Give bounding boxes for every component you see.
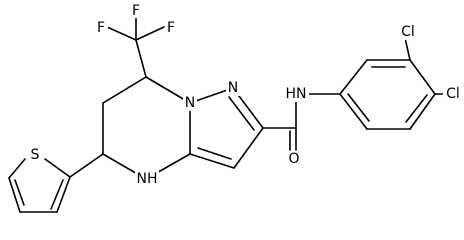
atom-n2: N xyxy=(228,80,238,96)
molecule-structure-diagram: F F F N N NH HN O S Cl Cl xyxy=(8,3,464,213)
bond-ph-3-4 xyxy=(409,59,436,95)
atom-labels: F F F N N NH HN O S Cl Cl xyxy=(27,3,464,187)
bond-c3-c3a-double xyxy=(197,147,232,160)
bond-th-c4-c5 xyxy=(8,177,21,213)
atom-nh-amide: HN xyxy=(286,86,307,102)
bond-n2-c2-double xyxy=(228,96,255,131)
bond-ph-4-5-inner xyxy=(405,94,428,123)
bond-cf3-f-right xyxy=(135,26,165,41)
bond-th-c2-c3-inner xyxy=(50,179,64,210)
atom-cl-top: Cl xyxy=(401,24,415,40)
atom-carbonyl-o: O xyxy=(288,151,299,167)
bond-th-c5-s xyxy=(8,158,26,179)
bond-ph-1-2 xyxy=(339,59,368,95)
atom-f-left: F xyxy=(97,20,105,36)
bond-ph-6-1-inner xyxy=(347,93,370,122)
bonds xyxy=(8,15,445,213)
atom-thiophene-s: S xyxy=(31,147,40,163)
bond-n-bridge-n2 xyxy=(189,87,234,104)
atom-n-bridge: N xyxy=(185,95,195,111)
atom-f-top: F xyxy=(132,3,140,19)
bond-th-s-c2 xyxy=(44,158,71,178)
atom-cl-right: Cl xyxy=(446,86,460,102)
bond-c7-c6 xyxy=(102,76,147,104)
bond-cf3-f-left xyxy=(106,26,137,41)
bond-c7-cf3 xyxy=(135,39,147,78)
bond-th-c2-c3 xyxy=(56,176,71,213)
atom-f-right: F xyxy=(167,20,175,36)
bond-ph-4-5 xyxy=(409,93,436,130)
bond-n-bridge-c7 xyxy=(145,76,191,104)
bond-c2-c3 xyxy=(233,127,264,169)
atom-nh-ring: NH xyxy=(137,171,158,187)
bond-c3-c3a xyxy=(189,153,235,169)
bond-ph-6-1 xyxy=(339,93,368,130)
bond-th-c4-c5-inner xyxy=(14,179,25,206)
bond-c5-thienyl xyxy=(69,153,104,178)
bond-ph-cl-top xyxy=(404,37,411,61)
